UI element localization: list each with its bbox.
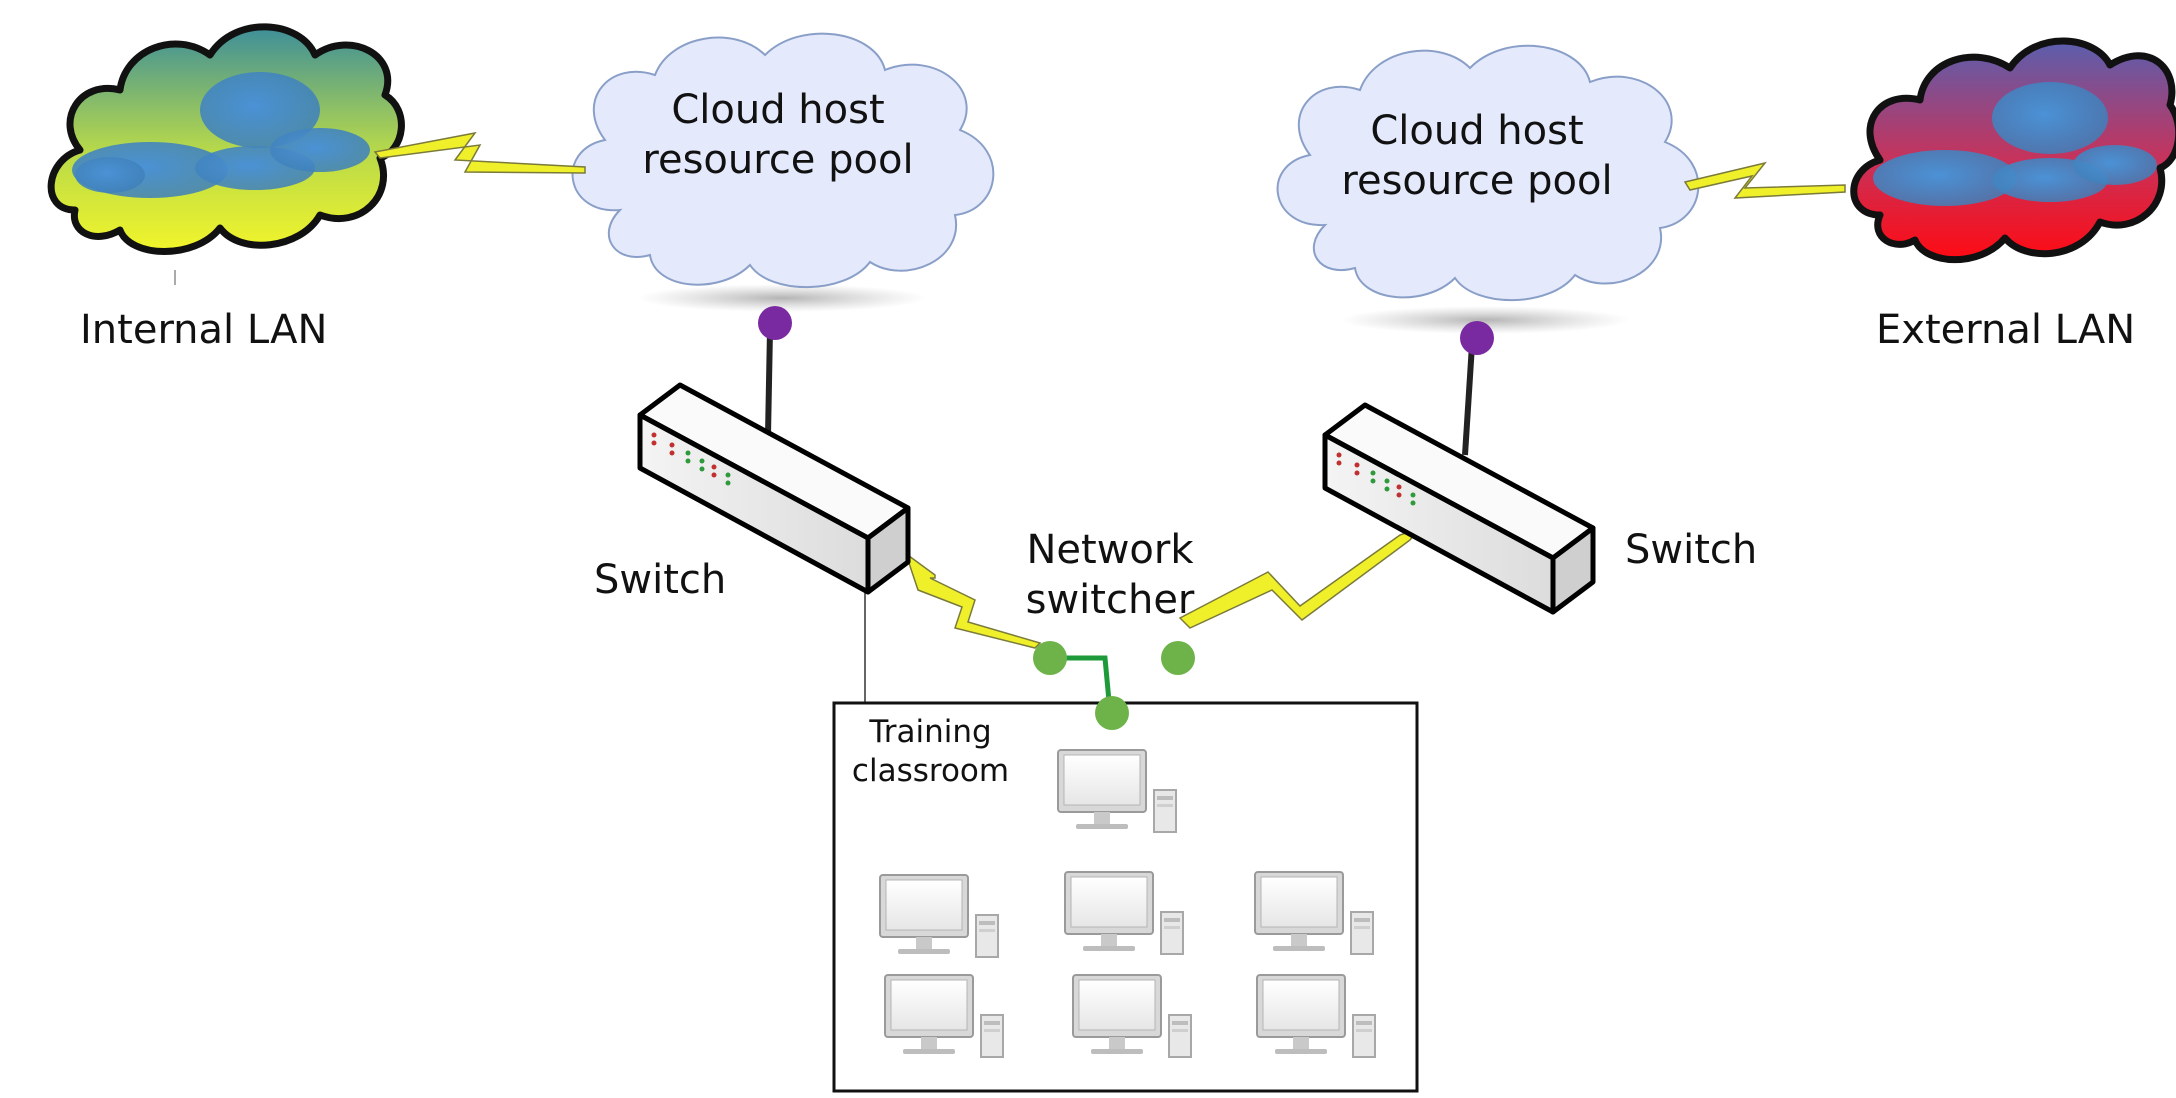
bolt-internal-lan-link	[373, 131, 586, 174]
network-switcher-label-line2: switcher	[1025, 577, 1195, 623]
cloud-right-label: Cloud host resource pool	[1317, 106, 1637, 206]
network-switcher-label-line1: Network	[1026, 527, 1194, 573]
switch-right-icon	[1325, 405, 1593, 612]
external-lan-cloud-icon	[1850, 37, 2176, 264]
cloud-right-label-line2: resource pool	[1341, 158, 1613, 204]
switcher-node-bottom	[1095, 696, 1129, 730]
node-left-cloud	[758, 306, 792, 340]
training-classroom-label-line2: classroom	[851, 752, 1010, 789]
bolt-right-switch-link	[1178, 526, 1423, 629]
training-classroom-label-line1: Training	[869, 714, 992, 750]
bolt-external-lan-link	[1683, 161, 1846, 199]
node-right-cloud	[1460, 321, 1494, 355]
internal-lan-cloud-icon	[47, 23, 405, 255]
cloud-left-label-line2: resource pool	[642, 137, 914, 183]
external-lan-label: External LAN	[1876, 307, 2136, 353]
cloud-left-label: Cloud host resource pool	[618, 85, 938, 185]
switch-left-label: Switch	[594, 557, 727, 603]
switcher-node-right	[1161, 641, 1195, 675]
cloud-left-label-line1: Cloud host	[671, 87, 885, 133]
resource-pool-cloud-left-icon	[571, 32, 995, 312]
resource-pool-cloud-right-icon	[1276, 44, 1700, 334]
bolt-left-switch-link	[903, 550, 1042, 649]
cloud-right-label-line1: Cloud host	[1370, 108, 1584, 154]
training-classroom-label: Training classroom	[848, 713, 1013, 791]
network-switcher-label: Network switcher	[1010, 525, 1210, 625]
internal-lan-label: Internal LAN	[80, 307, 328, 353]
switcher-node-left	[1033, 641, 1067, 675]
switch-right-label: Switch	[1625, 527, 1758, 573]
